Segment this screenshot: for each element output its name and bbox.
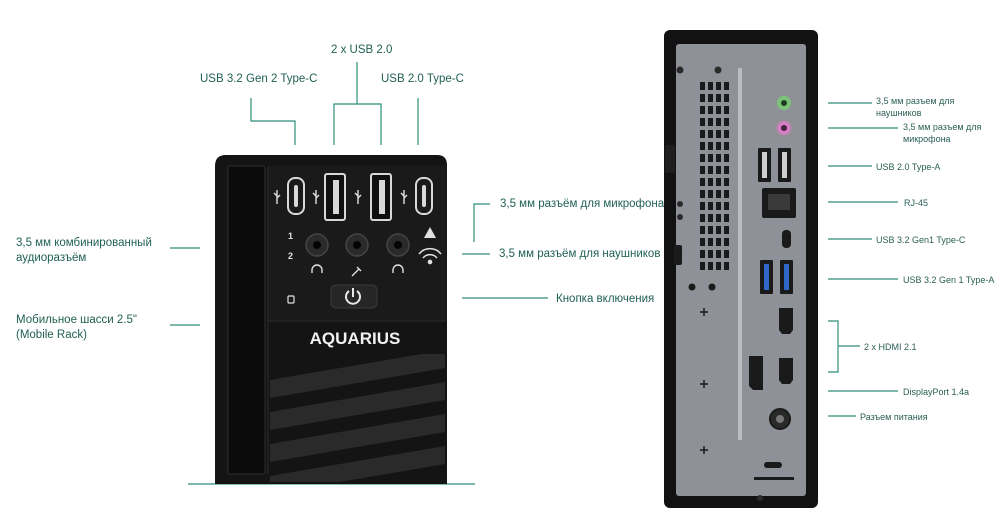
label-rear-usb20a: USB 2.0 Type-A xyxy=(876,162,941,172)
rear-usb32-c xyxy=(782,230,791,248)
rear-vent-grid xyxy=(700,82,729,270)
leader-rear-hdmi-bracket xyxy=(828,320,839,373)
label-power-button: Кнопка включения xyxy=(556,293,655,305)
rear-screws xyxy=(700,308,708,454)
warning-icon xyxy=(424,227,436,238)
label-rear-usb32c: USB 3.2 Gen1 Type-C xyxy=(876,235,966,245)
headphones-icon xyxy=(392,264,404,273)
mark-two: 2 xyxy=(288,251,293,261)
front-usb-c-gen2 xyxy=(287,177,305,215)
usb-icon xyxy=(400,190,408,204)
rear-displayport xyxy=(749,356,763,390)
label-usb20-typec: USB 2.0 Type-C xyxy=(381,73,464,85)
mark-one: 1 xyxy=(288,231,293,241)
rear-hdmi-1 xyxy=(779,308,793,334)
power-icon xyxy=(345,288,361,305)
label-front-headphones: 3,5 мм разъём для наушников xyxy=(499,248,661,260)
front-vents xyxy=(270,354,445,482)
microphone-icon xyxy=(351,266,362,277)
label-usb32-gen2-typec: USB 3.2 Gen 2 Type-C xyxy=(200,73,318,85)
label-rear-power: Разъем питания xyxy=(860,412,928,422)
label-2x-usb20: 2 x USB 2.0 xyxy=(331,44,393,56)
leader-front-mic xyxy=(473,203,490,242)
usb-icon xyxy=(354,190,362,204)
rear-case xyxy=(664,30,818,508)
leader-usb2-right xyxy=(357,103,382,145)
usb-icon xyxy=(273,190,281,204)
label-rear-mic: 3,5 мм разъем для микрофона xyxy=(903,122,982,144)
leader-usb2-left xyxy=(333,62,358,145)
wifi-icon xyxy=(418,247,442,265)
mobile-rack-bay xyxy=(227,165,266,475)
front-case: 1 2 AQUARIUS xyxy=(215,155,447,484)
leader-usb32-typec xyxy=(250,98,296,145)
front-usb-c-usb2 xyxy=(415,177,433,215)
label-rear-rj45: RJ-45 xyxy=(904,198,929,208)
label-rear-headphones: 3,5 мм разъем для наушников xyxy=(876,96,955,118)
label-mobile-rack: Мобильное шасси 2.5" (Mobile Rack) xyxy=(16,314,137,341)
label-front-mic: 3,5 мм разъём для микрофона xyxy=(500,198,665,210)
brand-logo: AQUARIUS xyxy=(310,329,401,348)
label-rear-dp: DisplayPort 1.4a xyxy=(903,387,970,397)
label-rear-usb32a: USB 3.2 Gen 1 Type-A xyxy=(903,275,995,285)
drive-icon xyxy=(287,295,295,304)
usb-icon xyxy=(312,190,320,204)
label-combo-audio: 3,5 мм комбинированный аудиоразъём xyxy=(16,237,152,264)
label-rear-hdmi: 2 x HDMI 2.1 xyxy=(864,342,917,352)
rear-hdmi-2 xyxy=(779,358,793,384)
headset-icon xyxy=(311,264,323,273)
